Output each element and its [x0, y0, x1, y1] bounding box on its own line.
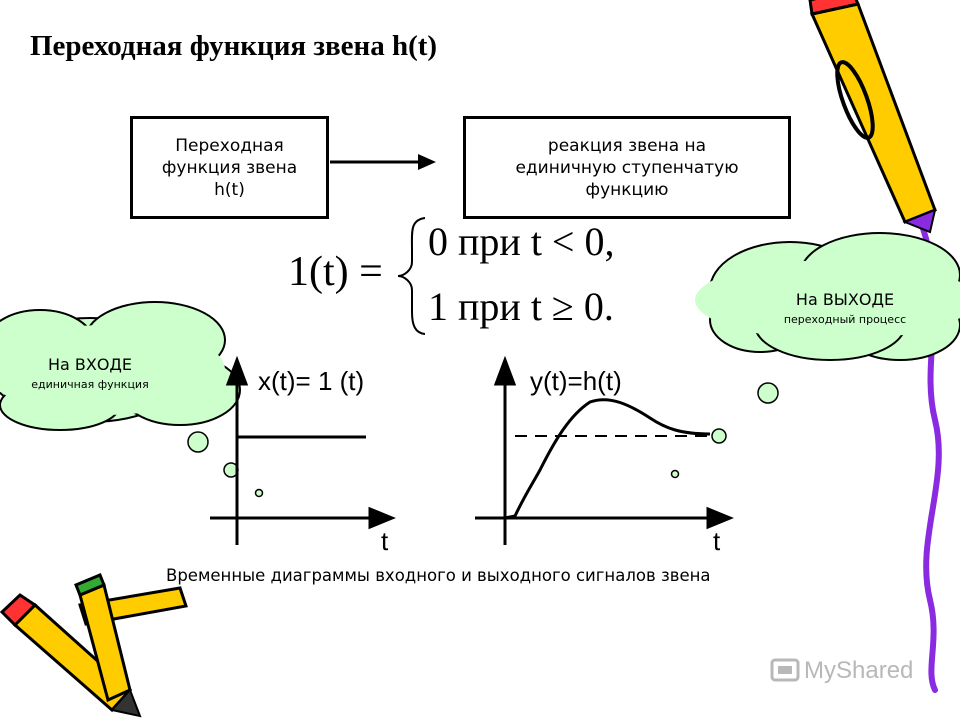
formula-case-2: 1 при t ≥ 0.: [428, 283, 614, 330]
cloud-input-shape: [0, 301, 241, 431]
formula-lhs: 1(t) =: [288, 249, 383, 295]
arrow-right-icon: [330, 154, 436, 170]
formula-case-1-value: 0: [428, 219, 448, 264]
pencil-icon: [808, 0, 937, 234]
definition-term-text: Переходная функция звена h(t): [161, 135, 298, 200]
plot-input-step-line: [235, 435, 366, 518]
cloud-bubble: [670, 469, 680, 479]
cloud-output-title: На ВЫХОДЕ: [795, 290, 895, 309]
cloud-bubble: [254, 488, 264, 498]
cloud-bubble: [187, 431, 209, 453]
cloud-output-subtitle: переходный процесс: [783, 313, 907, 326]
formula-case-2-word: при: [458, 284, 521, 329]
cloud-output-shape: [695, 232, 960, 361]
definition-box-term: Переходная функция звена h(t): [130, 116, 329, 219]
cloud-output-text: На ВЫХОДЕ переходный процесс: [750, 290, 940, 326]
definition-box-meaning: реакция звена на единичную ступенчатую ф…: [463, 116, 791, 219]
pencils-icon: [0, 573, 188, 718]
plot-input-label: x(t)= 1 (t): [258, 366, 365, 396]
plot-output-axis-label: t: [713, 526, 721, 556]
cloud-bubble: [711, 428, 727, 444]
formula-case-1-condition: t < 0,: [530, 219, 615, 264]
cloud-input-text: На ВХОДЕ единичная функция: [0, 355, 180, 391]
cloud-input-title: На ВХОДЕ: [47, 355, 133, 374]
formula-case-1: 0 при t < 0,: [428, 218, 614, 265]
formula-brace: [397, 217, 426, 335]
definition-meaning-text: реакция звена на единичную ступенчатую ф…: [515, 135, 739, 200]
cloud-input-subtitle: единичная функция: [31, 378, 149, 391]
formula-case-2-condition: t ≥ 0.: [530, 284, 614, 329]
slide-title: Переходная функция звена h(t): [30, 30, 438, 62]
plot-output-transient-curve: [504, 398, 711, 520]
formula-case-1-word: при: [458, 219, 521, 264]
watermark-logo-icon: [770, 658, 800, 682]
watermark-text: MyShared: [804, 657, 914, 684]
diagram-caption: Временные диаграммы входного и выходного…: [166, 566, 711, 585]
cloud-bubble: [757, 382, 779, 404]
formula-case-2-value: 1: [428, 284, 448, 329]
plot-output-axes: [475, 355, 734, 545]
watermark: MyShared: [770, 656, 913, 686]
plot-output-label: y(t)=h(t): [530, 366, 622, 396]
plot-input-axis-label: t: [381, 526, 389, 556]
